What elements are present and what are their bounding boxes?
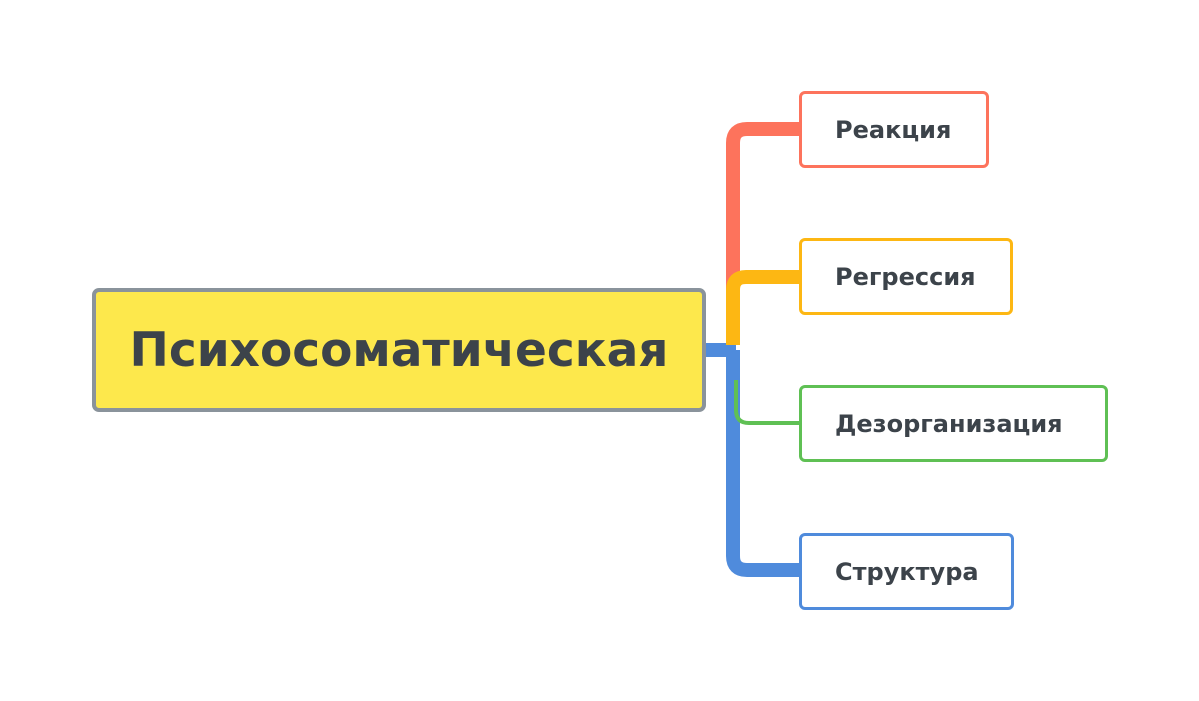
central-node[interactable]: Психосоматическая bbox=[92, 288, 706, 412]
branch-connector-1 bbox=[726, 270, 799, 345]
branch-connector-2 bbox=[734, 380, 799, 425]
branch-node-label: Реакция bbox=[835, 115, 952, 144]
branch-connector-0 bbox=[726, 122, 799, 345]
branch-node-label: Дезорганизация bbox=[835, 409, 1063, 438]
branch-node-disorganization[interactable]: Дезорганизация bbox=[799, 385, 1108, 462]
branch-node-label: Структура bbox=[835, 557, 979, 586]
branch-node-reaction[interactable]: Реакция bbox=[799, 91, 989, 168]
branch-node-structure[interactable]: Структура bbox=[799, 533, 1014, 610]
branch-node-regression[interactable]: Регрессия bbox=[799, 238, 1013, 315]
branch-connector-3 bbox=[726, 350, 799, 577]
branch-node-label: Регрессия bbox=[835, 262, 976, 291]
central-node-label: Психосоматическая bbox=[129, 322, 669, 378]
